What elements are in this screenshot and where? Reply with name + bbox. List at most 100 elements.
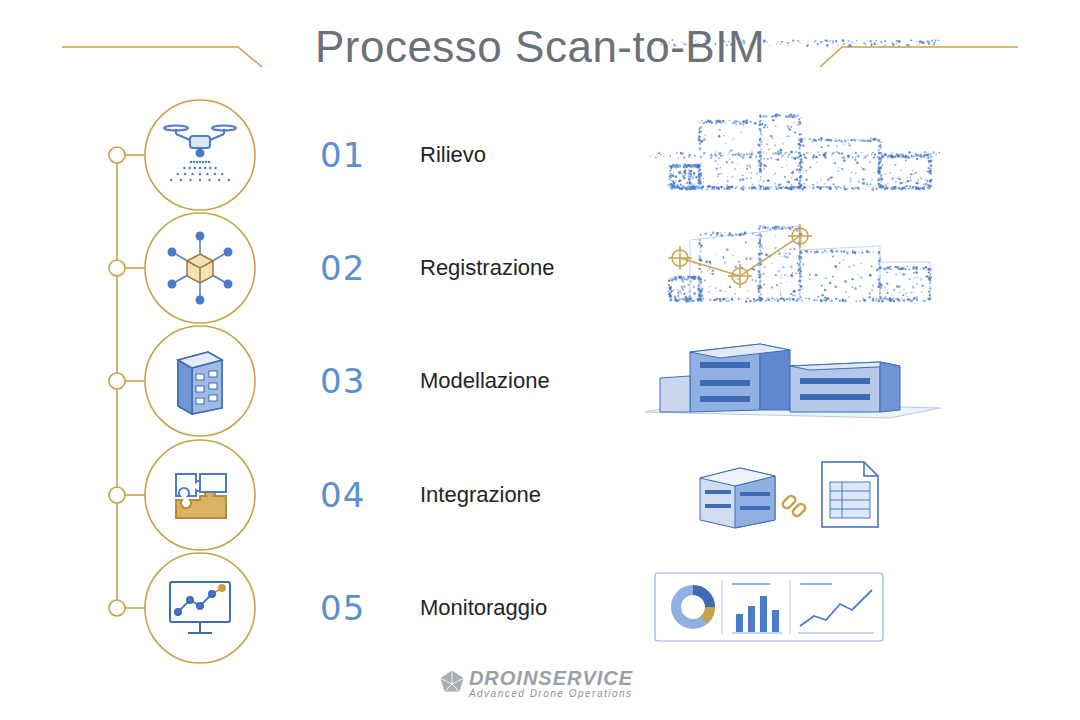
point-cloud-dot [800, 165, 802, 167]
point-cloud-dot [790, 293, 792, 295]
point-cloud-dot [800, 159, 802, 161]
point-cloud-dot [800, 253, 802, 255]
point-cloud-dot [802, 172, 803, 173]
point-cloud-dot [798, 40, 800, 42]
point-cloud-dot [906, 292, 907, 293]
point-cloud-dot [855, 172, 856, 173]
point-cloud-dot [718, 152, 721, 155]
point-cloud-dot [884, 296, 886, 298]
point-cloud-dot [772, 226, 774, 228]
scan-dot [205, 161, 207, 163]
point-cloud-dot [929, 157, 931, 159]
point-cloud-dot [880, 174, 882, 176]
point-cloud-dot [690, 280, 692, 282]
point-cloud-dot [878, 144, 880, 146]
point-cloud-dot [907, 156, 910, 159]
point-cloud-dot [770, 157, 772, 159]
point-cloud-dot [845, 189, 846, 190]
point-cloud-dot [819, 187, 822, 190]
point-cloud-dot [798, 258, 800, 260]
point-cloud-dot [801, 139, 803, 141]
point-cloud-dot [683, 166, 685, 168]
point-cloud-dot [721, 234, 724, 237]
point-cloud-dot [893, 300, 895, 302]
point-cloud-dot [929, 279, 932, 282]
point-cloud-dot [742, 178, 745, 181]
point-cloud-dot [722, 120, 725, 123]
icon-circles-part [145, 100, 255, 210]
point-cloud-dot [898, 40, 901, 43]
point-cloud-dot [763, 116, 764, 117]
scan-dot [204, 167, 206, 169]
point-cloud-dot [739, 179, 742, 182]
point-cloud-dot [876, 40, 877, 41]
point-cloud-dot [922, 188, 925, 191]
point-cloud-dot [801, 183, 802, 184]
point-cloud-dot [812, 187, 814, 189]
scan-dot [214, 173, 216, 175]
point-cloud-dot [782, 186, 784, 188]
point-cloud-dot [869, 274, 872, 277]
point-cloud-dot [895, 298, 897, 300]
point-cloud-dot [794, 114, 795, 115]
timeline [109, 147, 145, 616]
point-cloud-dot [911, 155, 913, 157]
point-cloud-dot [717, 164, 719, 166]
point-cloud-dot [738, 121, 739, 122]
point-cloud-dot [798, 118, 800, 120]
point-cloud-dot [807, 44, 809, 46]
point-cloud-dot [804, 250, 806, 252]
point-cloud-dot [802, 300, 804, 302]
puzzle-icon-part [200, 474, 226, 492]
point-cloud-dot [674, 188, 675, 189]
point-cloud-dot [905, 159, 906, 160]
point-cloud-dot [770, 135, 773, 138]
point-cloud-dot [689, 182, 691, 184]
point-cloud-dot [862, 178, 865, 181]
point-cloud-dot [859, 285, 861, 287]
point-cloud-dot [693, 172, 695, 174]
point-cloud-dot [826, 186, 828, 188]
point-cloud-dot [778, 41, 780, 43]
point-cloud-dot [930, 287, 932, 289]
point-cloud-dot [812, 184, 814, 186]
scan-dot [199, 161, 201, 163]
point-cloud-dot [763, 126, 765, 128]
point-cloud-dot [734, 169, 735, 170]
point-cloud-dot [885, 44, 887, 46]
point-cloud-dot [925, 300, 926, 301]
point-cloud-dot [742, 185, 744, 187]
point-cloud-dot [852, 187, 854, 189]
point-cloud-dot [720, 122, 722, 124]
point-cloud-dot [814, 139, 817, 142]
point-cloud-dot [922, 187, 924, 189]
point-cloud-dot [878, 283, 880, 285]
point-cloud-dot [870, 43, 872, 45]
point-cloud-dot [851, 41, 854, 44]
point-cloud-dot [759, 124, 762, 127]
point-cloud-dot [671, 189, 672, 190]
point-cloud-dot [763, 188, 765, 190]
point-cloud-dot [805, 187, 807, 189]
point-cloud-dot [791, 275, 793, 277]
point-cloud-dot [676, 186, 678, 188]
point-cloud-dot [797, 262, 799, 264]
point-cloud-dot [864, 299, 866, 301]
point-cloud-dot [715, 187, 717, 189]
point-cloud-dot [758, 180, 760, 182]
point-cloud-dot [720, 186, 722, 188]
point-cloud-dot [690, 291, 691, 292]
point-cloud-dot [871, 299, 874, 302]
network-cube-icon-part-part [196, 296, 205, 305]
timeline-part [109, 373, 125, 389]
point-cloud-dot [859, 300, 861, 302]
point-cloud-dot [900, 170, 901, 171]
point-cloud-dot [761, 134, 763, 136]
point-cloud-dot [909, 266, 910, 267]
point-cloud-dot [668, 179, 670, 181]
point-cloud-dot [880, 158, 882, 160]
point-cloud-dot [832, 183, 834, 185]
point-cloud-dot [766, 115, 768, 117]
point-cloud-dot [711, 188, 712, 189]
point-cloud-dot [721, 173, 723, 175]
